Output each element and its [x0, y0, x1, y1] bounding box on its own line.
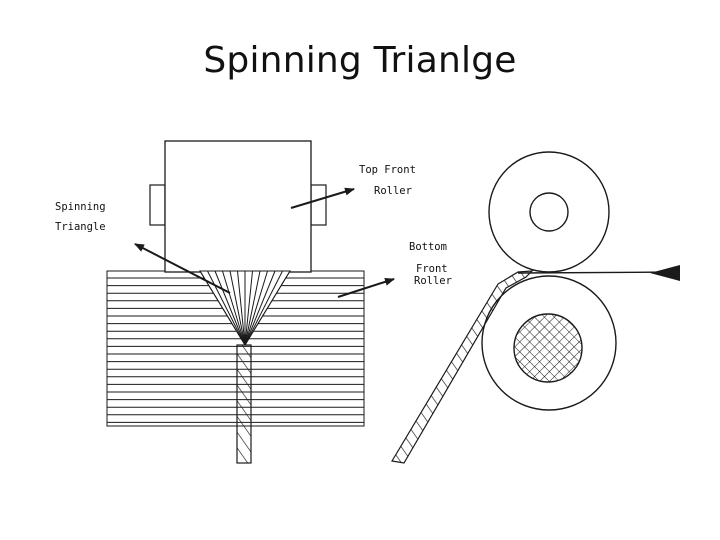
- feed-direction-arrowhead: [650, 265, 680, 281]
- fibre-line: [244, 270, 291, 346]
- label-top-roller: Roller: [374, 185, 412, 197]
- fibre-line: [222, 270, 246, 346]
- label-bottom-roller: Roller: [414, 275, 452, 287]
- fibre-line: [207, 270, 246, 346]
- label-front: Front: [416, 263, 448, 275]
- bottom-front-roller-arrow: [337, 277, 395, 298]
- top-front-roller-arrow: [290, 187, 355, 209]
- fibre-line: [214, 270, 246, 346]
- fibre-line: [244, 270, 283, 346]
- fibre-line: [237, 270, 246, 346]
- spinning-triangle-arrow: [134, 243, 231, 294]
- top-front-roller-body: [149, 140, 327, 273]
- slide-title: Spinning Trianlge: [203, 40, 517, 81]
- fibre-line: [199, 270, 246, 346]
- right-axle-stub: [310, 184, 327, 226]
- label-spinning: Spinning: [55, 201, 106, 213]
- twisted-yarn: [236, 344, 252, 464]
- fibre-line: [244, 270, 253, 346]
- yarn-exit-side: [391, 270, 534, 464]
- fibre-feed-line: [517, 265, 681, 281]
- bottom-front-roller-side: [481, 275, 617, 411]
- label-bottom: Bottom: [409, 241, 447, 253]
- label-triangle: Triangle: [55, 221, 106, 233]
- fibre-line: [244, 270, 276, 346]
- fibre-line: [244, 270, 261, 346]
- left-axle-stub: [149, 184, 166, 226]
- top-front-roller-side: [488, 151, 610, 273]
- fibre-line: [244, 270, 268, 346]
- fibre-line: [229, 270, 246, 346]
- label-top-front: Top Front: [359, 164, 416, 176]
